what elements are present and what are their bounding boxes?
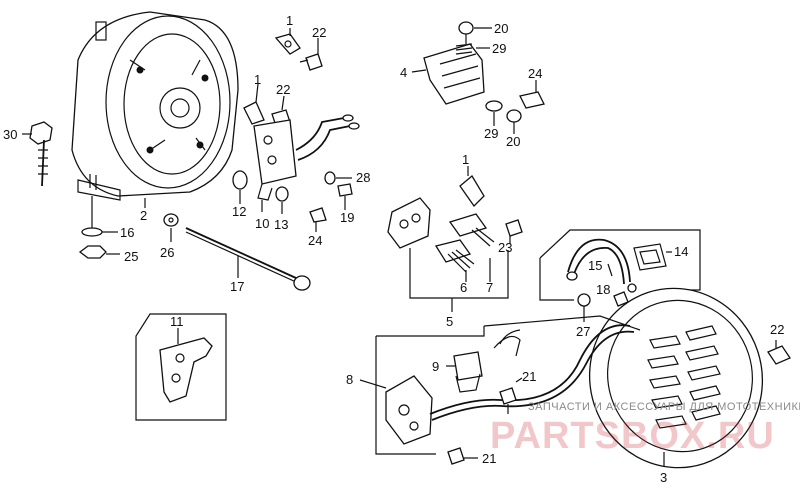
nut-25 xyxy=(78,245,107,259)
label-16: 16 xyxy=(120,225,134,240)
label-24-b: 24 xyxy=(528,66,542,81)
label-3: 3 xyxy=(660,470,667,485)
screw-22-upper xyxy=(299,53,323,71)
plate-11 xyxy=(159,337,213,403)
washer-29-lower xyxy=(485,100,503,112)
washer-27 xyxy=(577,293,591,307)
screw-19 xyxy=(337,183,353,210)
collar-12 xyxy=(232,170,248,190)
bracket-1-brush xyxy=(459,175,485,208)
label-1-c: 1 xyxy=(462,152,469,167)
screw-24-left xyxy=(309,207,327,232)
label-22-b: 22 xyxy=(276,82,290,97)
label-22-c: 22 xyxy=(770,322,784,337)
label-2: 2 xyxy=(140,208,147,223)
label-21-a: 21 xyxy=(522,369,536,384)
label-19: 19 xyxy=(340,210,354,225)
label-21-b: 21 xyxy=(482,451,496,466)
bracket-1-lower xyxy=(243,101,265,125)
rectifier-wires xyxy=(429,324,635,421)
brush-7 xyxy=(448,213,495,247)
label-6: 6 xyxy=(460,280,467,295)
regulator-8 xyxy=(385,375,433,445)
label-28: 28 xyxy=(356,170,370,185)
screw-24-right xyxy=(519,91,545,109)
label-1-a: 1 xyxy=(286,13,293,28)
label-9: 9 xyxy=(432,359,439,374)
label-20-a: 20 xyxy=(494,21,508,36)
lead-wires xyxy=(295,114,360,161)
label-10: 10 xyxy=(255,216,269,231)
label-23: 23 xyxy=(498,240,512,255)
diode-9 xyxy=(453,351,483,393)
spring-29-upper xyxy=(455,43,473,55)
label-1-b: 1 xyxy=(254,72,261,87)
label-26: 26 xyxy=(160,245,174,260)
wire-harness-15 xyxy=(566,238,637,293)
watermark-caption: ЗАПЧАСТИ И АКСЕССУАРЫ ДЛЯ МОТОТЕХНИКИ xyxy=(528,401,800,413)
washer-26 xyxy=(163,213,179,227)
watermark-logo: PARTSBOX.RU xyxy=(490,415,775,457)
long-bolt-17 xyxy=(185,227,311,291)
washer-28 xyxy=(324,171,336,185)
label-11: 11 xyxy=(170,314,184,329)
label-25: 25 xyxy=(124,249,138,264)
screw-20-lower xyxy=(506,109,522,123)
end-cover-3 xyxy=(588,287,764,469)
bracket-1-upper xyxy=(274,33,301,55)
bracket-10 xyxy=(253,119,297,201)
label-7: 7 xyxy=(486,280,493,295)
label-12: 12 xyxy=(232,204,246,219)
label-14: 14 xyxy=(674,244,688,259)
washer-13 xyxy=(275,186,289,202)
screw-21-lower xyxy=(447,447,465,465)
label-17: 17 xyxy=(230,279,244,294)
label-5: 5 xyxy=(446,314,453,329)
label-29-a: 29 xyxy=(492,41,506,56)
label-22-a: 22 xyxy=(312,25,326,40)
washer-16 xyxy=(81,227,103,237)
label-4: 4 xyxy=(400,65,407,80)
watermark: ЗАПЧАСТИ И АКСЕССУАРЫ ДЛЯ МОТОТЕХНИКИ PA… xyxy=(490,401,800,457)
label-29-b: 29 xyxy=(484,126,498,141)
label-27: 27 xyxy=(576,324,590,339)
brush-6 xyxy=(434,239,475,273)
screw-21-upper xyxy=(499,387,517,414)
screw-20-upper xyxy=(458,21,474,44)
wire-loop-14 xyxy=(633,243,667,271)
stator-housing xyxy=(71,11,239,201)
screw-22-right xyxy=(767,340,791,365)
label-13: 13 xyxy=(274,217,288,232)
bolt-30 xyxy=(29,121,53,187)
callout-labels: 1 22 1 22 30 2 12 10 13 16 24 26 25 28 1… xyxy=(3,13,784,485)
label-24-a: 24 xyxy=(308,233,322,248)
terminal-block-4 xyxy=(423,43,485,105)
label-15: 15 xyxy=(588,258,602,273)
label-20-b: 20 xyxy=(506,134,520,149)
label-8: 8 xyxy=(346,372,353,387)
brush-holder-5 xyxy=(387,197,431,249)
frame-11 xyxy=(135,313,227,421)
screw-23 xyxy=(505,219,523,237)
label-30: 30 xyxy=(3,127,17,142)
label-18: 18 xyxy=(596,282,610,297)
